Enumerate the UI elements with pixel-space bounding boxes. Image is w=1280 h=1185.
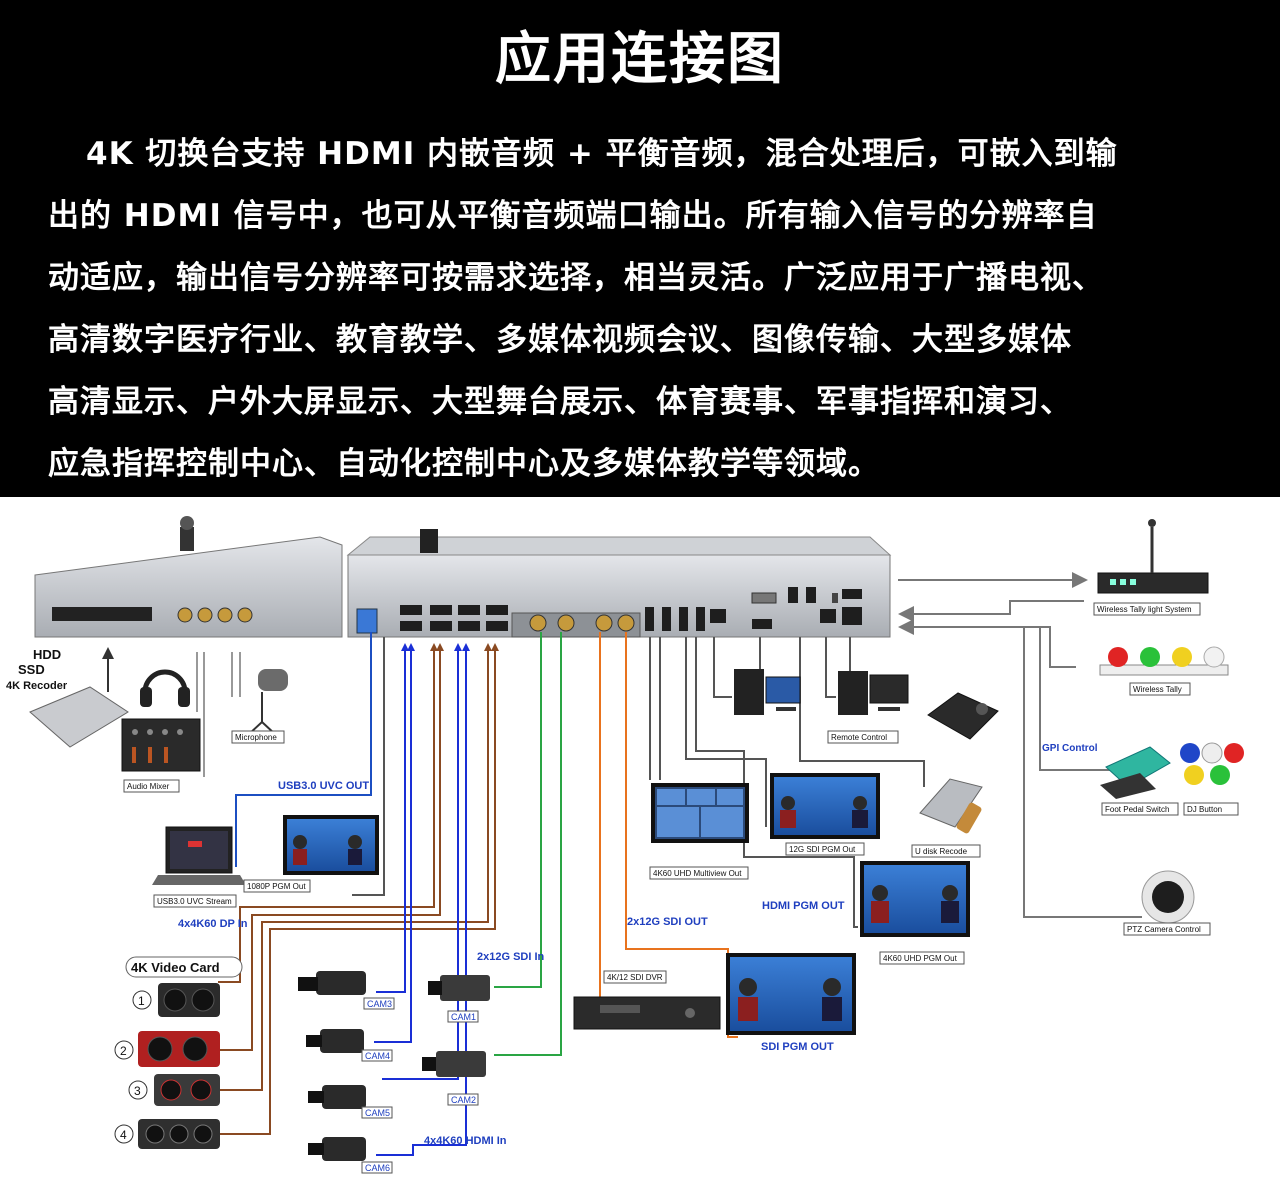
ssd-label: SSD [18,662,45,677]
audio-mixer-label: Audio Mixer [127,782,170,791]
wireless-tally-system-icon: Wireless Tally light System [1093,519,1209,616]
description-line-1: 4K 切换台支持 HDMI 内嵌音频 + 平衡音频，混合处理后，可嵌入到输 [86,136,1118,172]
microphone-icon: Microphone [231,669,288,744]
wireless-tally-icon: Wireless Tally [1099,646,1229,696]
wireless-tally-system-label: Wireless Tally light System [1097,605,1192,614]
cam6-label: CAM6 [365,1163,390,1173]
multiview-out-label: 4K60 UHD Multiview Out [653,869,742,878]
camera-1: CAM1 [428,975,490,1023]
microphone-label: Microphone [235,733,277,742]
dp-in-lines [218,647,496,1135]
ssd-drive-icon [29,686,129,748]
monitor-uhd-pgm: 4K60 UHD PGM Out [860,861,970,965]
sdi-dvr-icon: 4K/12 SDI DVR [573,970,721,1030]
monitor-sdi-12g: 12G SDI PGM Out [770,773,880,856]
video-card-2: 2 [114,1031,220,1067]
svg-text:1: 1 [138,994,145,1008]
video-card-label: 4K Video Card [131,960,220,975]
description-line-2: 出的 HDMI 信号中，也可从平衡音频端口输出。所有输入信号的分辨率自 [48,198,1098,234]
sdi-in-label: 2x12G SDI In [477,951,545,963]
description-line-6: 应急指挥控制中心、自动化控制中心及多媒体教学等领域。 [48,446,880,482]
camera-6: CAM6 [308,1137,393,1174]
page-title: 应用连接图 [495,27,785,92]
camera-5: CAM5 [308,1085,393,1119]
pgm-1080p-label: 1080P PGM Out [247,882,306,891]
hdmi-in-label: 4x4K60 HDMI In [424,1135,507,1147]
video-card-group: 4K Video Card 1 2 3 4 [114,956,243,1149]
switcher-side-view [34,516,343,638]
hdmi-pgm-out-label: HDMI PGM OUT [762,900,845,912]
cam5-label: CAM5 [365,1108,390,1118]
svg-text:2: 2 [120,1044,127,1058]
u-disk-icon: U disk Recode [911,778,983,858]
control-lines [898,572,1142,918]
header-panel: 应用连接图 4K 切换台支持 HDMI 内嵌音频 + 平衡音频，混合处理后，可嵌… [0,0,1280,497]
hdd-label: HDD [33,647,61,662]
hdd-ssd-group: HDD SSD 4K Recoder [6,647,129,748]
uhd-pgm-out-label: 4K60 UHD PGM Out [883,954,958,963]
dp-in-label: 4x4K60 DP In [178,918,248,930]
cam1-label: CAM1 [451,1012,476,1022]
foot-pedal-label: Foot Pedal Switch [1105,805,1169,814]
pc-workstation-2: Remote Control [827,671,909,744]
u-disk-label: U disk Recode [915,847,968,856]
sdi-dvr-label: 4K/12 SDI DVR [607,973,663,982]
remote-control-label: Remote Control [831,733,887,742]
connection-diagram: HDD SSD 4K Recoder Audio Mixer Microphon… [0,497,1280,1181]
dj-button-icon: DJ Button [1180,742,1244,816]
cam4-label: CAM4 [365,1051,390,1061]
ptz-label: PTZ Camera Control [1127,925,1201,934]
sdi-pgm-out-label: SDI PGM OUT [761,1041,834,1053]
hdmi-1080p-line [352,637,385,896]
hdmi-in-lines [374,647,467,1156]
sdi-out-lines [599,632,738,1038]
usb-uvc-line: USB3.0 UVC OUT [235,632,372,867]
wireless-tally-label: Wireless Tally [1133,685,1182,694]
description-line-3: 动适应，输出信号分辨率可按需求选择，相当灵活。广泛应用于广播电视、 [48,260,1104,296]
svg-text:3: 3 [134,1084,141,1098]
description-line-5: 高清显示、户外大屏显示、大型舞台展示、体育赛事、军事指挥和演习、 [48,384,1072,420]
camera-2: CAM2 [422,1051,486,1106]
camera-4: CAM4 [306,1029,393,1062]
cam3-label: CAM3 [367,999,392,1009]
cam2-label: CAM2 [451,1095,476,1105]
dj-button-label: DJ Button [1187,805,1222,814]
audio-cables [196,652,241,777]
recoder-label: 4K Recoder [6,680,68,692]
sdi-pgm-12g-label: 12G SDI PGM Out [789,845,856,854]
laptop-icon: USB3.0 UVC Stream [152,826,246,908]
ptz-camera-icon: PTZ Camera Control [1123,870,1211,936]
usb-uvc-out-label: USB3.0 UVC OUT [278,780,369,792]
foot-pedal-icon: Foot Pedal Switch [1100,746,1179,816]
audio-mixer-icon: Audio Mixer [121,718,201,793]
ptz-keyboard-icon [927,692,999,740]
gpi-control-label: GPI Control [1042,743,1098,754]
hdmi-out-lines [649,637,925,928]
monitor-1080p: 1080P PGM Out [243,815,379,893]
description-line-4: 高清数字医疗行业、教育教学、多媒体视频会议、图像传输、大型多媒体 [48,322,1072,358]
switcher-rear-view [346,529,892,638]
video-card-4: 4 [114,1119,220,1149]
monitor-sdi-pgm: SDI PGM OUT [726,953,856,1053]
video-card-1: 1 [132,983,220,1017]
camera-3: CAM3 [298,971,395,1010]
video-card-3: 3 [128,1074,220,1106]
headphones-icon [140,669,190,707]
monitor-multiview: 4K60 UHD Multiview Out [649,783,749,880]
usb-uvc-stream-label: USB3.0 UVC Stream [157,897,232,906]
sdi-out-label: 2x12G SDI OUT [627,916,708,928]
pc-workstation-1 [734,669,801,715]
sdi-in-lines [494,632,562,1056]
svg-text:4: 4 [120,1128,127,1142]
